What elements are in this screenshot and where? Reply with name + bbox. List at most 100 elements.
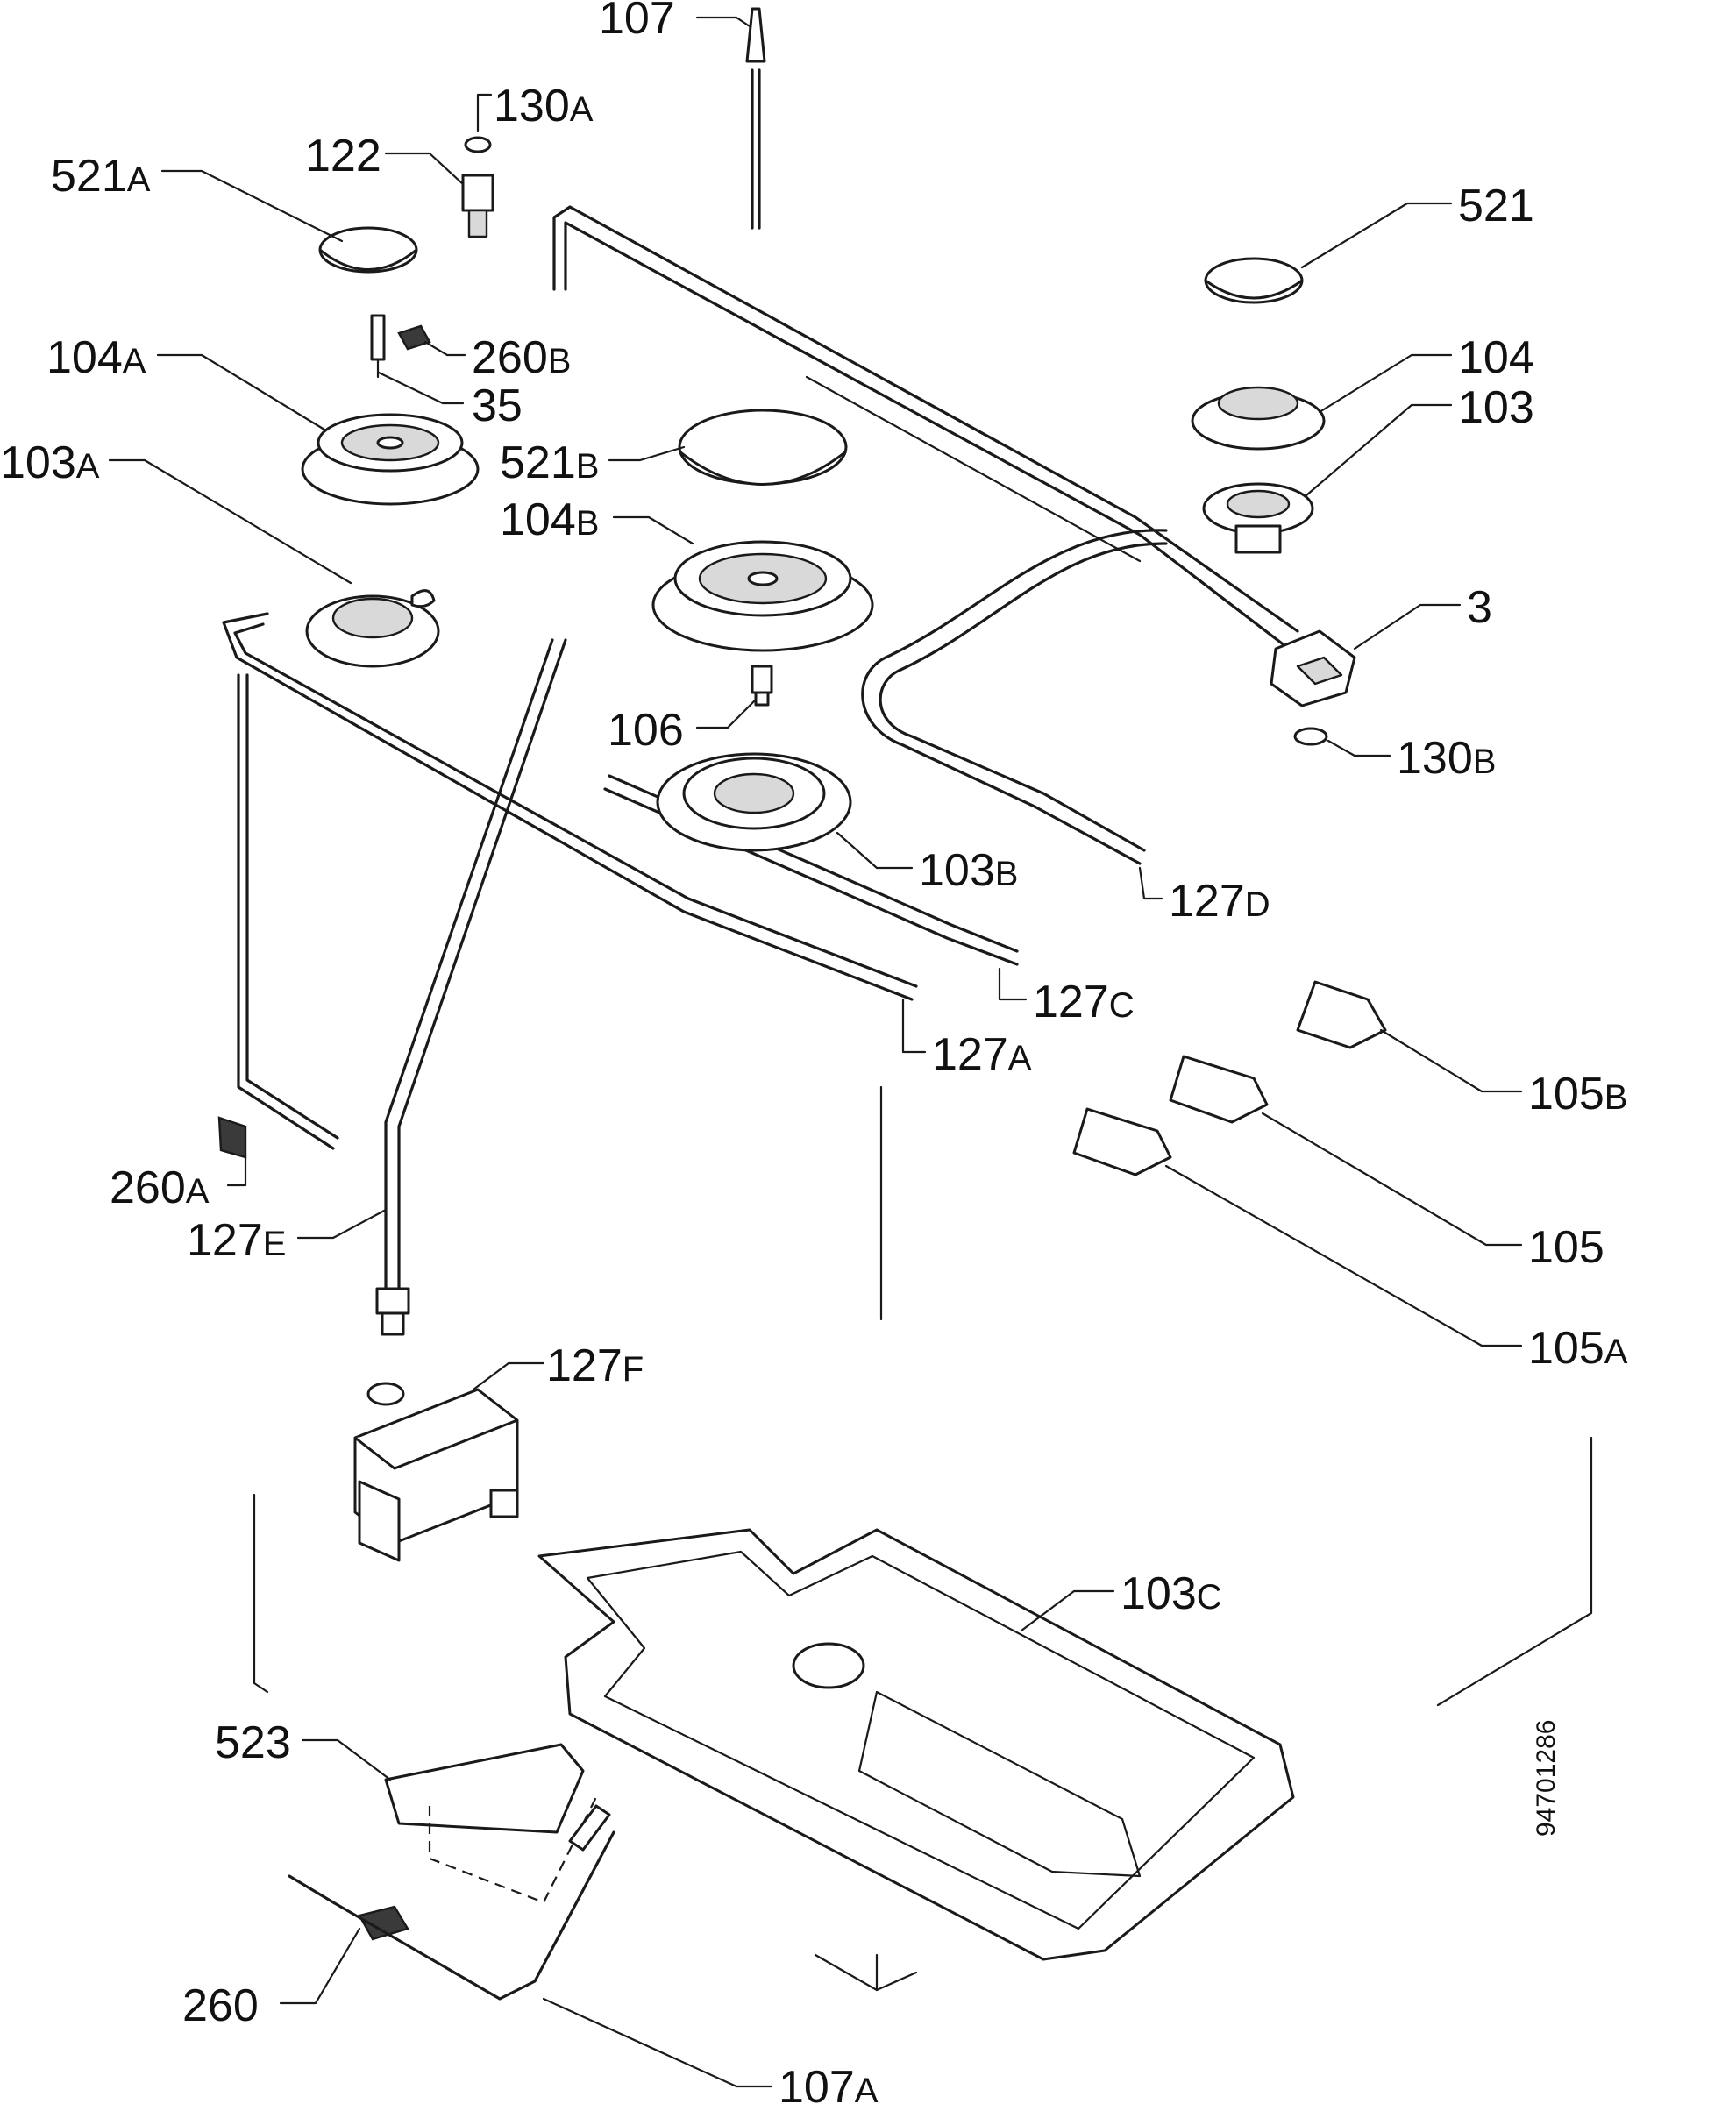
thermocouple-107a-connector [568, 1804, 611, 1852]
pipe-127e [384, 638, 554, 1299]
burner-cap-521a-side [319, 248, 417, 271]
label-103a: 103A [0, 437, 100, 488]
label-103c: 103C [1121, 1568, 1222, 1619]
bracket-523-hidden [428, 1796, 597, 1904]
label-104: 104 [1458, 332, 1534, 383]
small-parts [217, 136, 1387, 2001]
label-130b: 130B [1397, 733, 1496, 784]
leader-106 [695, 700, 756, 729]
connector-block-127f-nut [366, 1382, 405, 1406]
leader-105a [1164, 1164, 1523, 1347]
leader-127d [1138, 866, 1163, 900]
reference-line-left [253, 1493, 269, 1694]
label-523: 523 [215, 1717, 291, 1768]
connector-block-127f-bracket [358, 1480, 401, 1562]
washer-130b [1293, 727, 1328, 746]
leader-107 [695, 16, 751, 28]
burners [301, 226, 1326, 852]
leader-521a [160, 169, 344, 243]
washer-130a [464, 136, 492, 153]
rail-shadow [805, 375, 1142, 563]
leader-122 [384, 152, 465, 186]
leader-lines [108, 16, 1593, 2088]
label-127f: 127F [546, 1340, 644, 1391]
pipe-127e-nut [375, 1287, 410, 1315]
pipe-127e-end [381, 1311, 405, 1336]
burner-base-103b-well [713, 772, 795, 814]
label-106: 106 [608, 705, 684, 756]
leader-130a [476, 93, 493, 133]
reference-line-right [1436, 1436, 1593, 1707]
left-vertical-pipe [237, 673, 335, 1150]
burner-base-103-well [1226, 489, 1291, 519]
hob-plate-recess [857, 1690, 1142, 1878]
leader-103b [836, 831, 914, 870]
label-103: 103 [1458, 382, 1534, 433]
gas-pipes [222, 7, 1299, 1336]
clip-260 [358, 1905, 409, 1941]
pipe-127d-inner [879, 542, 1168, 852]
label-521: 521 [1458, 181, 1534, 231]
leader-521 [1300, 202, 1453, 269]
connector-block-127f-top [354, 1418, 518, 1470]
hob-plate-outline [537, 1528, 1295, 1961]
clip-260b [397, 324, 431, 351]
label-260: 260 [182, 1980, 259, 2031]
drawing-number: 94701286 [1532, 1720, 1561, 1837]
label-127c: 127C [1033, 977, 1135, 1027]
label-105a: 105A [1528, 1323, 1628, 1374]
label-104b: 104B [500, 494, 599, 545]
thermocouple-107a [288, 1830, 615, 2001]
leader-127f [472, 1361, 545, 1391]
leader-260b [423, 340, 466, 357]
pipe-127e-inner [397, 638, 567, 1299]
leader-3 [1353, 603, 1462, 650]
leader-103c [1020, 1589, 1115, 1632]
label-35: 35 [472, 380, 523, 431]
label-107: 107 [599, 0, 675, 44]
left-vertical-pipe-inner [245, 673, 339, 1140]
burner-cap-521-side [1205, 279, 1303, 300]
leader-127c [998, 967, 1028, 1001]
hob-plate-inner [586, 1550, 1256, 1930]
label-260b: 260B [472, 332, 571, 383]
connector-122 [461, 174, 494, 212]
valve-3-body [1296, 656, 1343, 686]
connector-block-127f-port [489, 1489, 519, 1518]
leader-104b [612, 515, 694, 545]
pipe-127a [222, 612, 914, 1001]
leader-107a [542, 1997, 773, 2088]
label-3: 3 [1467, 582, 1492, 633]
label-105: 105 [1528, 1222, 1604, 1273]
injector-105a [1072, 1107, 1172, 1176]
leader-521b [608, 445, 686, 462]
injector-105 [1169, 1055, 1269, 1124]
label-260a: 260A [110, 1162, 210, 1213]
thermocouple-107-tip [745, 7, 766, 63]
label-127a: 127A [932, 1029, 1032, 1080]
label-130a: 130A [494, 81, 594, 132]
bracket-523 [384, 1743, 585, 1834]
reference-line-bottom [814, 1953, 918, 1992]
label-122: 122 [305, 131, 381, 181]
hob-plate-103c [537, 1528, 1295, 1961]
injector-106-tip [754, 691, 770, 707]
leader-260 [279, 1927, 361, 2005]
burner-cap-521b-side [679, 450, 847, 486]
label-103b: 103B [919, 845, 1018, 896]
leader-127a [901, 998, 927, 1054]
pipe-127d [861, 529, 1168, 865]
pipe-127a-inner [233, 622, 918, 988]
leader-103a [108, 458, 352, 585]
burner-crown-104b-hub [747, 571, 779, 586]
label-127d: 127D [1169, 876, 1270, 927]
label-127e: 127E [187, 1215, 286, 1266]
leader-104a [156, 353, 326, 431]
injector-105b [1296, 980, 1387, 1049]
leader-523 [301, 1738, 392, 1781]
label-521a: 521A [51, 151, 151, 202]
leader-260a [226, 1155, 247, 1187]
part-labels: 107 130A 122 521A 521 104A 260B 35 104 1… [0, 0, 1628, 2104]
burner-base-103a-tab [410, 589, 436, 608]
